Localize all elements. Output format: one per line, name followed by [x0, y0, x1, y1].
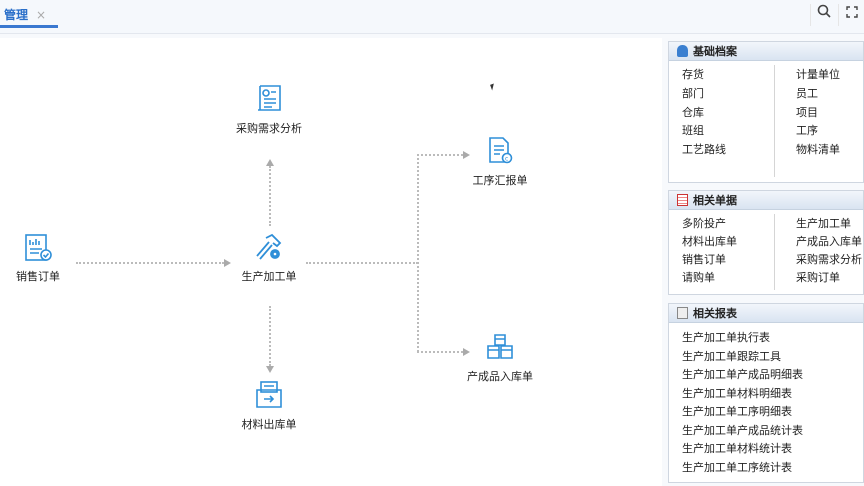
panel-header: 相关报表 — [669, 304, 863, 323]
boxes-icon — [487, 334, 513, 359]
arrow-up-icon — [266, 159, 274, 166]
fullscreen-icon[interactable] — [838, 4, 864, 26]
report-link[interactable]: 生产加工单材料统计表 — [682, 442, 792, 455]
panel-related-documents: 相关单据 多阶投产 材料出库单 销售订单 请购单 生产加工单 产成品入库单 采购… — [668, 190, 864, 295]
node-purchase-analysis[interactable]: 采购需求分析 — [219, 84, 319, 136]
link-department[interactable]: 部门 — [682, 87, 704, 100]
link-product-inbound[interactable]: 产成品入库单 — [796, 235, 862, 248]
close-icon[interactable]: × — [36, 8, 47, 22]
connector — [76, 262, 224, 264]
arrow-right-icon — [224, 259, 231, 267]
link-employee[interactable]: 员工 — [796, 87, 818, 100]
panel-header: 相关单据 — [669, 191, 863, 210]
panel-related-reports: 相关报表 生产加工单执行表 生产加工单跟踪工具 生产加工单产成品明细表 生产加工… — [668, 303, 864, 483]
link-production-order[interactable]: 生产加工单 — [796, 217, 851, 230]
link-material-issue[interactable]: 材料出库单 — [682, 235, 737, 248]
node-material-issue[interactable]: 材料出库单 — [219, 380, 319, 432]
panel-title: 相关单据 — [693, 194, 737, 207]
panel-header: 基础档案 — [669, 42, 863, 61]
connector — [269, 166, 271, 226]
panel-basic-archives: 基础档案 存货 部门 仓库 班组 工艺路线 计量单位 员工 项目 工序 物料清单 — [668, 41, 864, 183]
connector — [417, 154, 463, 156]
node-label: 采购需求分析 — [236, 122, 302, 135]
search-icon[interactable] — [810, 4, 836, 26]
report-link[interactable]: 生产加工单工序统计表 — [682, 460, 792, 474]
link-purchase-analysis[interactable]: 采购需求分析 — [796, 253, 862, 266]
top-bar: 管理 × — [0, 0, 864, 34]
report-link[interactable]: 生产加工单跟踪工具 — [682, 349, 781, 363]
node-sales-order[interactable]: 销售订单 — [0, 234, 88, 284]
report-icon — [677, 307, 688, 319]
hammer-gear-icon — [256, 233, 282, 260]
panel-title: 相关报表 — [693, 307, 737, 320]
arrow-right-icon — [463, 151, 470, 159]
node-label: 工序汇报单 — [472, 174, 528, 187]
arrow-down-icon — [266, 366, 274, 373]
divider — [774, 65, 775, 177]
link-process[interactable]: 工序 — [796, 124, 818, 137]
connector — [417, 154, 419, 352]
link-inventory[interactable]: 存货 — [682, 68, 704, 81]
node-label: 产成品入库单 — [467, 370, 533, 383]
link-unit[interactable]: 计量单位 — [796, 68, 840, 81]
link-warehouse[interactable]: 仓库 — [682, 106, 704, 119]
report-link[interactable]: 生产加工单执行表 — [682, 331, 770, 344]
tab-label: 管理 — [4, 8, 29, 22]
svg-text:c: c — [505, 156, 508, 163]
node-label: 销售订单 — [16, 270, 60, 283]
link-routing[interactable]: 工艺路线 — [682, 143, 726, 156]
sales-report-icon — [25, 234, 52, 261]
node-product-inbound[interactable]: 产成品入库单 — [450, 332, 550, 384]
link-team[interactable]: 班组 — [682, 124, 704, 137]
scroll-document-icon — [258, 85, 281, 111]
connector — [269, 306, 271, 366]
tab-management[interactable]: 管理 × — [0, 6, 58, 28]
folder-out-icon — [256, 381, 282, 408]
node-label: 材料出库单 — [241, 418, 297, 431]
document-coin-icon: c — [489, 137, 513, 164]
link-purchase-request[interactable]: 请购单 — [682, 271, 715, 284]
table-icon — [677, 194, 688, 206]
report-link[interactable]: 生产加工单工序明细表 — [682, 405, 792, 418]
report-link[interactable]: 生产加工单材料明细表 — [682, 386, 792, 400]
link-purchase-order[interactable]: 采购订单 — [796, 271, 840, 284]
node-label: 生产加工单 — [241, 270, 297, 283]
arrow-right-icon — [463, 348, 470, 356]
link-multilevel[interactable]: 多阶投产 — [682, 217, 726, 230]
connector — [417, 351, 463, 353]
flow-canvas: 销售订单 生产加工单 采购需求分析 材料出库单 c 工序汇报单 产成品入库单 — [0, 38, 662, 486]
panel-title: 基础档案 — [693, 45, 737, 58]
user-icon — [677, 45, 688, 57]
link-project[interactable]: 项目 — [796, 106, 818, 119]
node-production-order[interactable]: 生产加工单 — [219, 232, 319, 284]
link-sales-order[interactable]: 销售订单 — [682, 253, 726, 266]
node-process-report[interactable]: c 工序汇报单 — [450, 136, 550, 188]
cursor-icon — [490, 83, 496, 91]
link-bom[interactable]: 物料清单 — [796, 143, 840, 156]
report-link[interactable]: 生产加工单产成品统计表 — [682, 423, 803, 437]
report-link[interactable]: 生产加工单产成品明细表 — [682, 368, 803, 381]
divider — [774, 214, 775, 290]
connector — [306, 262, 418, 264]
